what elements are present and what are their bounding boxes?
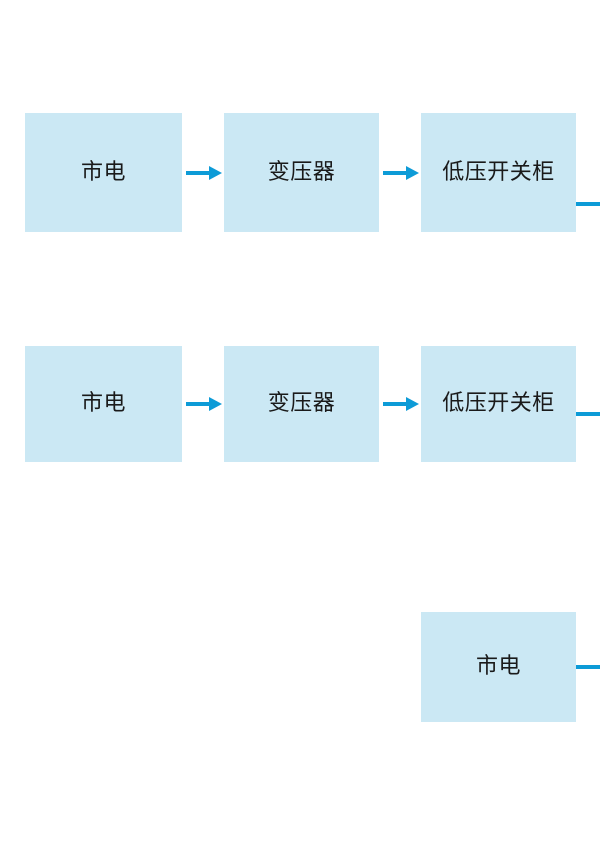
node-label: 低压开关柜 bbox=[442, 159, 555, 185]
arrow-row2-utility-to-transformer bbox=[186, 394, 222, 414]
node-row1-utility-power[interactable]: 市电 bbox=[25, 113, 182, 232]
node-row2-lv-switchgear[interactable]: 低压开关柜 bbox=[421, 346, 576, 462]
exit-line-row2 bbox=[576, 412, 600, 416]
node-label: 变压器 bbox=[267, 159, 336, 185]
exit-line-row1 bbox=[576, 202, 600, 206]
node-row1-lv-switchgear[interactable]: 低压开关柜 bbox=[421, 113, 576, 232]
node-row1-transformer[interactable]: 变压器 bbox=[224, 113, 379, 232]
node-label: 市电 bbox=[80, 391, 126, 416]
arrow-row1-utility-to-transformer bbox=[186, 163, 222, 183]
node-row3-utility-power[interactable]: 市电 bbox=[421, 612, 576, 722]
node-row2-transformer[interactable]: 变压器 bbox=[224, 346, 379, 462]
node-label: 市电 bbox=[80, 159, 126, 185]
arrow-row1-transformer-to-switchgear bbox=[383, 163, 419, 183]
node-label: 市电 bbox=[475, 654, 521, 679]
node-row2-utility-power[interactable]: 市电 bbox=[25, 346, 182, 462]
arrow-row2-transformer-to-switchgear bbox=[383, 394, 419, 414]
node-label: 低压开关柜 bbox=[442, 391, 555, 416]
exit-line-row3 bbox=[576, 665, 600, 669]
node-label: 变压器 bbox=[267, 391, 336, 416]
